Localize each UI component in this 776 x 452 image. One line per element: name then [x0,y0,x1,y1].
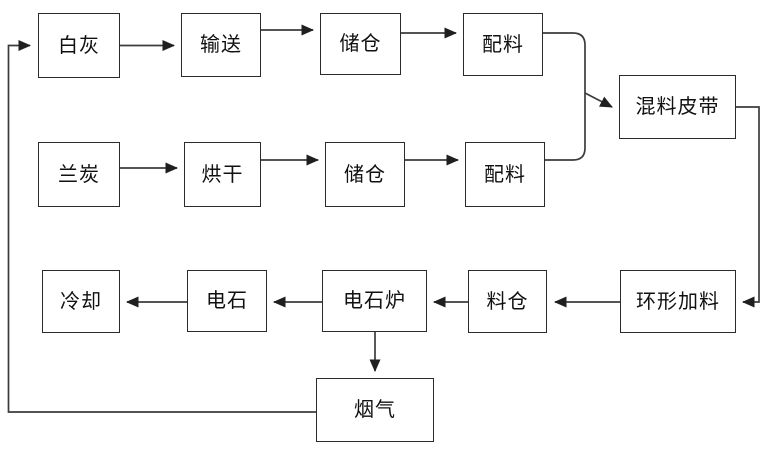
node-dianshilu[interactable]: 电石炉 [322,270,427,332]
node-label: 电石炉 [343,290,406,312]
node-label: 冷却 [60,290,102,313]
node-peiliao-2[interactable]: 配料 [465,142,545,207]
node-label: 烘干 [201,163,244,186]
node-lengque[interactable]: 冷却 [42,270,120,333]
node-label: 料仓 [486,290,529,313]
node-dianshi[interactable]: 电石 [187,270,267,332]
node-cangcang-1[interactable]: 储仓 [320,13,401,75]
node-label: 配料 [482,33,524,56]
edge-hunliao-huanxing [736,106,760,308]
node-label: 兰炭 [58,163,100,186]
node-label: 环形加料 [636,290,720,313]
node-label: 烟气 [354,399,396,421]
edge-merge-hunliaopidai [584,92,613,108]
node-liaocang[interactable]: 料仓 [468,270,547,333]
edge-peiliao2-merge [545,98,586,161]
node-label: 储仓 [344,163,386,186]
edge-feedback-loop [7,39,316,413]
node-cangcang-2[interactable]: 储仓 [325,142,405,207]
node-label: 配料 [484,163,526,186]
node-shusong[interactable]: 输送 [181,13,261,77]
node-baihui[interactable]: 白灰 [38,13,120,78]
node-label: 混料皮带 [635,96,720,118]
node-honggan[interactable]: 烘干 [184,142,261,207]
node-label: 输送 [200,34,242,56]
node-lantan[interactable]: 兰炭 [38,142,120,207]
node-huanxing-jialiao[interactable]: 环形加料 [620,270,736,333]
node-label: 储仓 [339,33,382,55]
node-label: 电石 [206,290,248,312]
node-hunliao-pidai[interactable]: 混料皮带 [619,75,736,139]
node-peiliao-1[interactable]: 配料 [463,13,543,76]
node-yanqi[interactable]: 烟气 [316,378,434,442]
edge-peiliao1-merge [543,32,586,98]
node-label: 白灰 [58,34,100,57]
